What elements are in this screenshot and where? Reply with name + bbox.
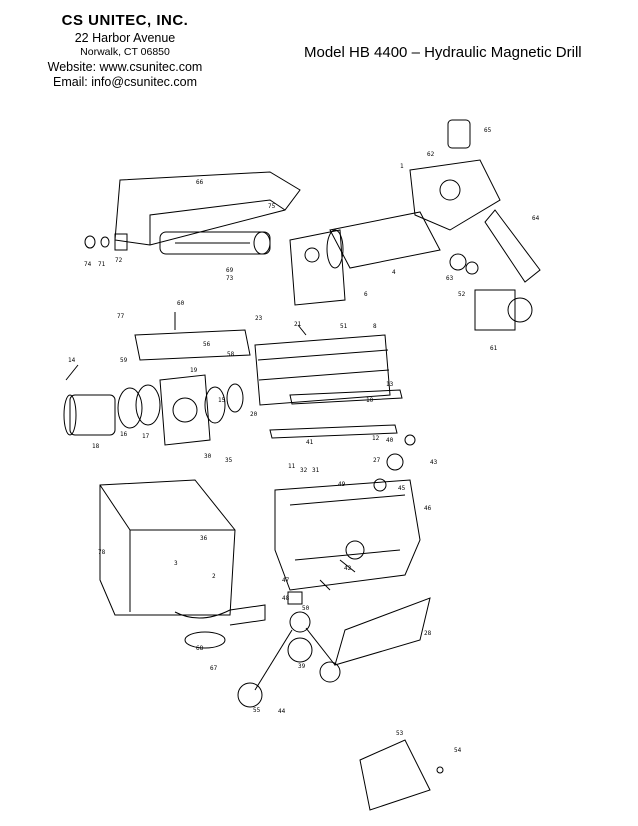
part-slide — [254, 334, 391, 406]
part-handle — [484, 209, 541, 283]
label-39: 39 — [298, 663, 306, 670]
label-54: 54 — [454, 747, 462, 754]
label-12: 12 — [372, 435, 380, 442]
label-10: 10 — [366, 397, 374, 404]
part-knob — [237, 682, 263, 708]
part-hydraulic-motor — [329, 211, 441, 269]
label-66: 66 — [196, 179, 204, 186]
label-31: 31 — [312, 467, 320, 474]
document-title: Model HB 4400 – Hydraulic Magnetic Drill — [304, 44, 582, 61]
label-14: 14 — [68, 357, 76, 364]
label-75: 75 — [268, 203, 276, 210]
label-45: 45 — [398, 485, 406, 492]
company-city: Norwalk, CT 06850 — [80, 46, 170, 59]
label-32: 32 — [300, 467, 308, 474]
label-42: 42 — [344, 565, 352, 572]
part-number-labels: 65 62 1 64 63 52 61 66 75 69 73 72 71 74… — [68, 127, 540, 754]
label-20: 20 — [250, 411, 258, 418]
label-49: 49 — [338, 481, 346, 488]
label-73: 73 — [226, 275, 234, 282]
part-rack — [289, 389, 403, 405]
part-bracket — [289, 229, 346, 306]
label-36: 36 — [200, 535, 208, 542]
label-60: 60 — [177, 300, 185, 307]
label-23: 23 — [255, 315, 263, 322]
part-base-plate — [359, 739, 431, 811]
part-magnet-base — [99, 479, 236, 616]
label-61: 61 — [490, 345, 498, 352]
company-email: Email: info@csunitec.com — [53, 75, 197, 90]
label-63: 63 — [446, 275, 454, 282]
company-website: Website: www.csunitec.com — [47, 59, 203, 74]
label-56: 56 — [203, 341, 211, 348]
label-64: 64 — [532, 215, 540, 222]
part-valve — [474, 289, 516, 331]
label-41: 41 — [306, 439, 314, 446]
label-55: 55 — [253, 707, 261, 714]
company-header: CS UNITEC, INC. 22 Harbor Avenue Norwalk… — [40, 12, 210, 91]
label-58: 58 — [227, 351, 235, 358]
label-6: 6 — [364, 291, 368, 298]
label-51: 51 — [340, 323, 348, 330]
part-bearing — [69, 394, 116, 436]
part-valve-block — [409, 159, 501, 231]
label-40: 40 — [386, 437, 394, 444]
part-frame — [274, 479, 421, 591]
label-4: 4 — [392, 269, 396, 276]
label-50: 50 — [302, 605, 310, 612]
label-47: 47 — [282, 577, 290, 584]
label-19: 19 — [190, 367, 198, 374]
label-46: 46 — [424, 505, 432, 512]
label-65: 65 — [484, 127, 492, 134]
label-44: 44 — [278, 708, 286, 715]
label-35: 35 — [225, 457, 233, 464]
label-30: 30 — [204, 453, 212, 460]
label-8: 8 — [373, 323, 377, 330]
label-53: 53 — [396, 730, 404, 737]
label-21: 21 — [294, 321, 302, 328]
label-1: 1 — [400, 163, 404, 170]
label-18: 18 — [92, 443, 100, 450]
label-15: 15 — [218, 397, 226, 404]
label-2: 2 — [212, 573, 216, 580]
label-27: 27 — [373, 457, 381, 464]
part-spring — [114, 233, 128, 251]
part-flange — [159, 374, 211, 446]
label-48: 48 — [282, 595, 290, 602]
label-69: 69 — [226, 267, 234, 274]
label-43: 43 — [430, 459, 438, 466]
label-59: 59 — [120, 357, 128, 364]
label-62: 62 — [427, 151, 435, 158]
label-68: 68 — [196, 645, 204, 652]
part-plate — [134, 329, 251, 361]
label-71: 71 — [98, 261, 106, 268]
label-13: 13 — [386, 381, 394, 388]
label-52: 52 — [458, 291, 466, 298]
part-guard-plate — [334, 597, 431, 666]
company-name: CS UNITEC, INC. — [61, 12, 189, 29]
label-28: 28 — [424, 630, 432, 637]
company-address: 22 Harbor Avenue — [74, 30, 176, 45]
label-78: 78 — [98, 549, 106, 556]
label-77: 77 — [117, 313, 125, 320]
label-3: 3 — [174, 560, 178, 567]
label-11: 11 — [288, 463, 296, 470]
label-74: 74 — [84, 261, 92, 268]
label-72: 72 — [115, 257, 123, 264]
label-17: 17 — [142, 433, 150, 440]
label-67: 67 — [210, 665, 218, 672]
label-16: 16 — [120, 431, 128, 438]
